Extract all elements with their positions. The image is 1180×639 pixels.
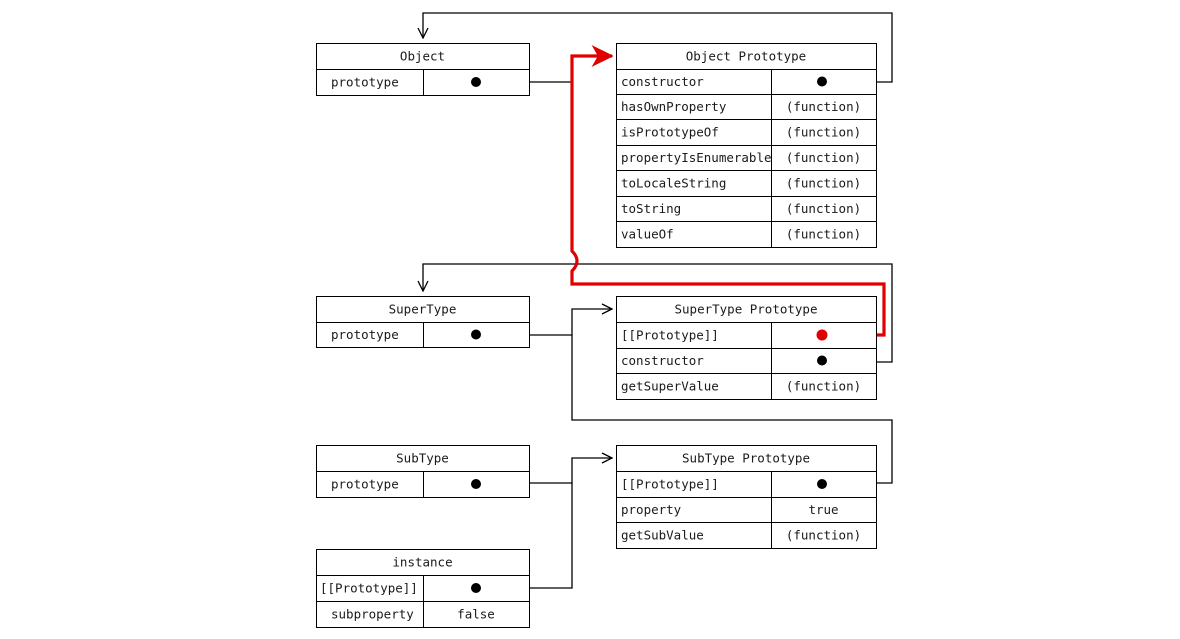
row-value-valueof: (function)	[786, 227, 861, 242]
pointer-dot	[471, 583, 481, 593]
row-label-propertyisenumerable: propertyIsEnumerable	[621, 150, 772, 165]
row-label-prototype: [[Prototype]]	[621, 477, 719, 492]
row-label-prototype: prototype	[331, 327, 399, 342]
object-proto-title: Object Prototype	[686, 49, 806, 64]
supertype-box: SuperType prototype	[316, 296, 530, 348]
row-value-tostring: (function)	[786, 201, 861, 216]
row-value-propertyisenumerable: (function)	[786, 150, 861, 165]
pointer-dot	[817, 479, 827, 489]
subtype-proto-title: SubType Prototype	[682, 451, 810, 466]
pointer-dot	[471, 77, 481, 87]
pointer-dot	[471, 479, 481, 489]
row-value-property: true	[808, 502, 838, 517]
subtype-title: SubType	[396, 451, 449, 466]
instance-box: instance [[Prototype]] subproperty false	[316, 549, 530, 628]
row-label-getsupervalue: getSuperValue	[621, 379, 719, 394]
row-label-property: property	[621, 502, 682, 517]
supertype-proto-title: SuperType Prototype	[675, 302, 818, 317]
subtype-proto-box: SubType Prototype [[Prototype]] property tr…	[616, 445, 877, 549]
row-label-prototype: [[Prototype]]	[320, 581, 418, 596]
row-label-tostring: toString	[621, 201, 681, 216]
instance-title: instance	[392, 555, 452, 570]
row-label-prototype: [[Prototype]]	[621, 328, 719, 343]
row-label-tolocalestring: toLocaleString	[621, 176, 726, 191]
row-label-getsubvalue: getSubValue	[621, 528, 704, 543]
subtype-box: SubType prototype	[316, 445, 530, 498]
row-label-constructor: constructor	[621, 74, 704, 89]
row-label-isprototypeof: isPrototypeOf	[621, 125, 719, 140]
row-value-getsubvalue: (function)	[786, 528, 861, 543]
supertype-proto-box: SuperType Prototype [[Prototype]] construc…	[616, 296, 877, 400]
row-value-hasownproperty: (function)	[786, 99, 861, 114]
row-value-isprototypeof: (function)	[786, 125, 861, 140]
row-label-valueof: valueOf	[621, 227, 674, 242]
pointer-dot	[817, 76, 827, 87]
pointer-dot	[817, 355, 827, 366]
row-label-constructor: constructor	[621, 353, 704, 368]
row-label-prototype: prototype	[331, 477, 399, 492]
pointer-dot	[471, 329, 481, 340]
supertype-proto-prototype-link-highlighted	[570, 45, 886, 337]
object-title: Object	[400, 49, 445, 64]
row-value-subproperty: false	[457, 607, 495, 622]
highlighted-pointer-dot	[816, 329, 828, 341]
object-proto-box: Object Prototype constructor hasOwnPropert…	[616, 43, 877, 248]
row-label-prototype: prototype	[331, 75, 399, 90]
supertype-title: SuperType	[389, 302, 457, 317]
row-value-tolocalestring: (function)	[786, 176, 861, 191]
row-label-hasownproperty: hasOwnProperty	[621, 99, 727, 114]
row-label-subproperty: subproperty	[331, 607, 414, 622]
row-value-getsupervalue: (function)	[786, 379, 861, 394]
